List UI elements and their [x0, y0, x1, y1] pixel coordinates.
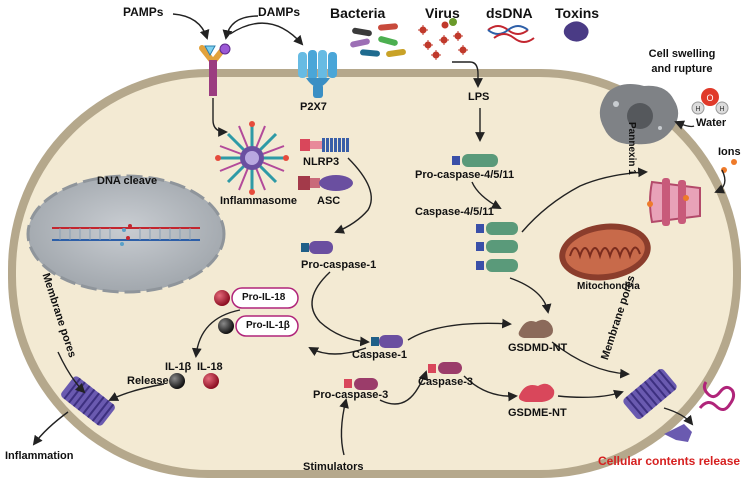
arrow-pro-caspase-1-to-caspase-1 [311, 271, 370, 347]
cell-swelling-line2: and rupture [651, 63, 713, 75]
nlrp3-label: NLRP3 [303, 156, 340, 168]
p2x7-channel-icon [298, 50, 337, 98]
il-1b-label: IL-1β [165, 361, 192, 373]
pro-il-18-box [214, 287, 299, 309]
gsdmd-nt-label: GSDMD-NT [508, 342, 568, 354]
asc-label: ASC [317, 195, 341, 207]
arrow-caspase-1-to-pro-il [308, 347, 367, 357]
mitochondria-icon [559, 223, 651, 281]
virus-icon [418, 18, 468, 60]
arrow-ions-to-channel [714, 169, 726, 194]
arrow-pores-label-to-pore [57, 351, 86, 394]
arrow-pathogens-to-lps [452, 61, 483, 88]
bacteria-label: Bacteria [330, 5, 386, 21]
arrow-caspase-4511-to-pannexin [521, 167, 648, 233]
cellular-contents-release-label: Cellular contents release [598, 454, 741, 468]
arrow-caspase-1-to-gsdmd [407, 318, 512, 341]
water-molecule-icon: O H H [691, 88, 729, 115]
release-label: Release [127, 375, 169, 387]
caspase-1-label: Caspase-1 [352, 349, 408, 361]
gsdme-nt-label: GSDME-NT [508, 407, 567, 419]
arrow-pore-to-inflammation [32, 411, 69, 446]
pro-il-18-label: Pro-IL-18 [242, 292, 286, 303]
caspase-4511-icon [476, 222, 518, 272]
gsdmd-nt-icon [518, 319, 553, 338]
arrow-caspase-4511-to-gsdmd [509, 277, 552, 314]
inflammation-label: Inflammation [5, 450, 74, 462]
dsdna-icon [487, 25, 535, 43]
bacteria-icon [350, 23, 406, 57]
arrow-pro-il-to-release [191, 309, 241, 358]
mitochondria-label: Mitochondria [577, 281, 640, 292]
toxins-icon [563, 21, 589, 42]
damps-label: DAMPs [258, 5, 301, 19]
cell-swelling-label: Cell swelling and rupture [649, 47, 716, 77]
asc-icon [298, 175, 353, 191]
p2x7-label: P2X7 [300, 101, 327, 113]
membrane-pore-left-icon [61, 376, 115, 426]
arrow-to-p2x7 [229, 22, 304, 46]
ions-label: Ions [718, 146, 741, 158]
arrow-release-to-pore [108, 383, 165, 401]
caspase-3-icon [428, 362, 462, 374]
pannexin-label: Pannexin 1 [626, 122, 637, 175]
pamps-label: PAMPs [123, 5, 164, 19]
arrow-water-to-cell [674, 120, 695, 130]
pro-caspase-4511-icon [452, 154, 498, 167]
svg-text:O: O [706, 93, 713, 103]
dna-cleave-label: DNA cleave [97, 175, 158, 187]
pro-caspase-3-label: Pro-caspase-3 [313, 389, 389, 401]
nlrp3-icon [300, 138, 349, 152]
il-18-ball-icon [203, 373, 219, 389]
il-1b-ball-icon [169, 373, 185, 389]
toxins-label: Toxins [555, 5, 600, 21]
stimulators-label: Stimulators [303, 461, 364, 473]
virus-label: Virus [425, 5, 460, 21]
arrow-damps [222, 15, 259, 40]
arrow-pore-to-released [663, 407, 694, 426]
il-18-label: IL-18 [197, 361, 223, 373]
arrow-pro-to-caspase-4511 [471, 181, 502, 209]
dsdna-label: dsDNA [486, 5, 533, 21]
pro-caspase-4511-label: Pro-caspase-4/5/11 [415, 169, 515, 181]
caspase-1-icon [371, 335, 403, 348]
receptor-icon [199, 43, 231, 96]
svg-text:H: H [695, 106, 700, 113]
arrow-pro-caspase-3-to-caspase-3 [379, 370, 429, 405]
cell-swelling-line1: Cell swelling [648, 48, 716, 60]
pro-il-1b-label: Pro-IL-1β [246, 320, 290, 331]
gsdme-nt-icon [518, 383, 555, 402]
caspase-4511-label: Caspase-4/5/11 [415, 206, 494, 218]
inflammasome-label: Inflammasome [220, 195, 298, 207]
cell-membrane [8, 69, 741, 478]
arrow-stimulators-to-pro-caspase-3 [339, 398, 349, 456]
arrow-caspase-3-to-gsdme [463, 375, 518, 402]
pro-caspase-3-icon [344, 378, 378, 390]
arrow-nlrp3-to-pro-caspase-1 [334, 157, 372, 234]
svg-text:H: H [719, 106, 724, 113]
water-label: Water [696, 117, 727, 129]
inflammasome-icon [215, 121, 289, 195]
pro-il-1b-box [218, 315, 299, 337]
membrane-pore-right-icon [623, 368, 677, 420]
arrow-gsdmd-to-pores [551, 341, 630, 379]
pro-caspase-1-icon [301, 241, 333, 254]
arrow-gsdme-to-pores [557, 389, 624, 400]
pro-caspase-1-label: Pro-caspase-1 [301, 259, 377, 271]
lps-label: LPS [468, 91, 490, 103]
pannexin-channel-icon [647, 159, 737, 226]
arrow-pamps [172, 13, 210, 40]
swollen-cell-icon [599, 84, 679, 145]
released-contents-icon [664, 381, 736, 442]
caspase-3-label: Caspase-3 [418, 376, 474, 388]
nucleus-icon [26, 174, 226, 294]
arrow-receptor-to-inflammasome [212, 98, 228, 137]
